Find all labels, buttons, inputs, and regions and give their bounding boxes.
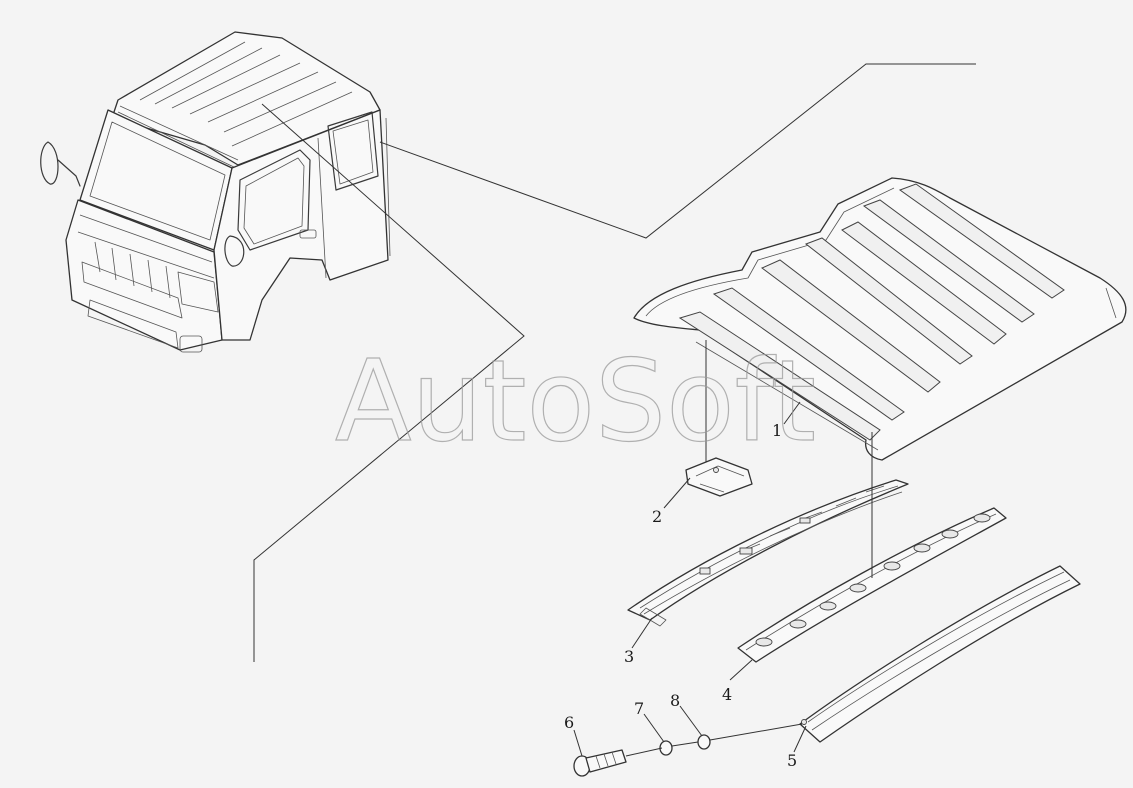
bracket-part-2 — [685, 457, 753, 497]
assembly-leader-lines — [253, 63, 976, 662]
callout-5: 5 — [787, 751, 797, 770]
rear-roof-rail-part-5 — [799, 565, 1081, 743]
callout-8: 8 — [670, 691, 680, 710]
callout-6: 6 — [564, 713, 574, 732]
watermark: AutoSoft — [335, 337, 816, 467]
truck-cab-overview — [40, 31, 391, 353]
callout-7: 7 — [634, 699, 644, 718]
fastener-set — [573, 723, 803, 777]
alignment-lines — [705, 340, 873, 578]
callout-4: 4 — [722, 685, 732, 704]
front-roof-member-part-3 — [627, 479, 909, 627]
bolt-part-6 — [573, 749, 627, 777]
callout-3: 3 — [624, 647, 634, 666]
callout-1: 1 — [772, 421, 782, 440]
nut-part-8 — [697, 734, 711, 750]
callout-labels: 1 2 3 4 5 6 7 8 — [564, 421, 797, 770]
callout-leaders — [573, 401, 807, 757]
rear-roof-reinforcement-part-4 — [737, 507, 1007, 663]
callout-2: 2 — [652, 507, 662, 526]
roof-panel-part-1 — [633, 177, 1127, 461]
